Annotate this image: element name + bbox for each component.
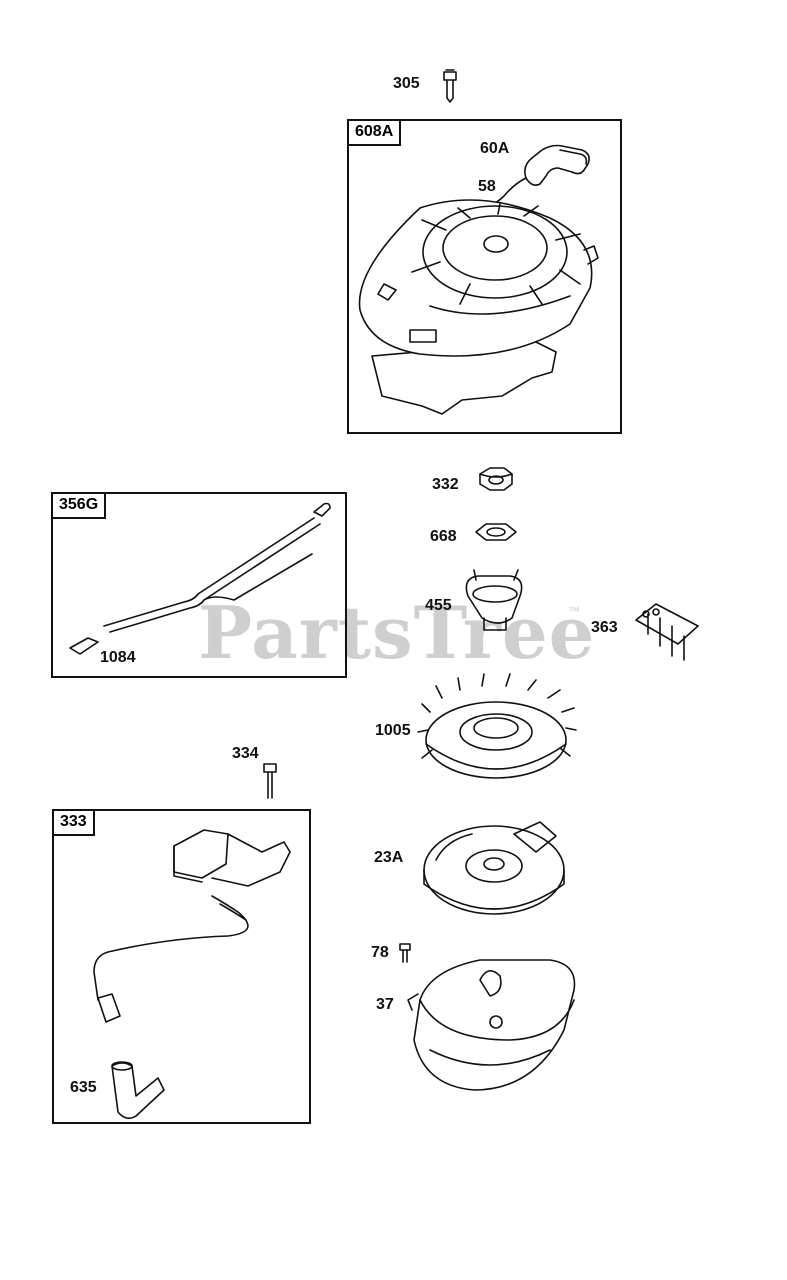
watermark-trademark: ™: [568, 604, 580, 618]
watermark-logo: PartsTree: [198, 590, 596, 675]
box-tag-ground-wire: 356G: [53, 494, 107, 519]
box-ground-wire: 356G: [51, 492, 347, 678]
ground-wire-356G-drawing: [69, 502, 331, 655]
label-60A: 60A: [480, 140, 510, 157]
blower-housing-37-drawing: [407, 959, 576, 1091]
starter-housing-drawing: [358, 199, 599, 415]
spark-boot-635-drawing: [111, 1061, 165, 1120]
label-305: 305: [393, 75, 420, 92]
label-78: 78: [371, 944, 389, 961]
label-455: 455: [425, 597, 452, 614]
label-23A: 23A: [374, 849, 404, 866]
box-tag-armature: 333: [54, 811, 95, 836]
label-363: 363: [591, 619, 618, 636]
label-1084: 1084: [100, 649, 136, 666]
flywheel-23A-drawing: [423, 821, 565, 915]
label-334: 334: [232, 745, 259, 762]
bolt-305-drawing: [443, 69, 457, 103]
label-668: 668: [430, 528, 457, 545]
label-58: 58: [478, 178, 496, 195]
label-1005: 1005: [375, 722, 411, 739]
box-tag-starter: 608A: [349, 121, 402, 146]
label-635: 635: [70, 1079, 97, 1096]
box-starter: 608A: [347, 119, 622, 434]
label-332: 332: [432, 476, 459, 493]
armature-333-drawing: [93, 829, 291, 1023]
washer-668-drawing: [475, 523, 517, 541]
bracket-363-drawing: [635, 603, 699, 661]
box-armature: 333: [52, 809, 311, 1124]
label-37: 37: [376, 996, 394, 1013]
fan-1005-drawing: [417, 673, 577, 779]
nut-332-drawing: [479, 467, 513, 491]
bolt-334-drawing: [263, 763, 277, 799]
starter-handle-drawing: [524, 144, 590, 186]
cup-455-drawing: [465, 569, 523, 631]
screw-78-drawing: [399, 943, 411, 963]
